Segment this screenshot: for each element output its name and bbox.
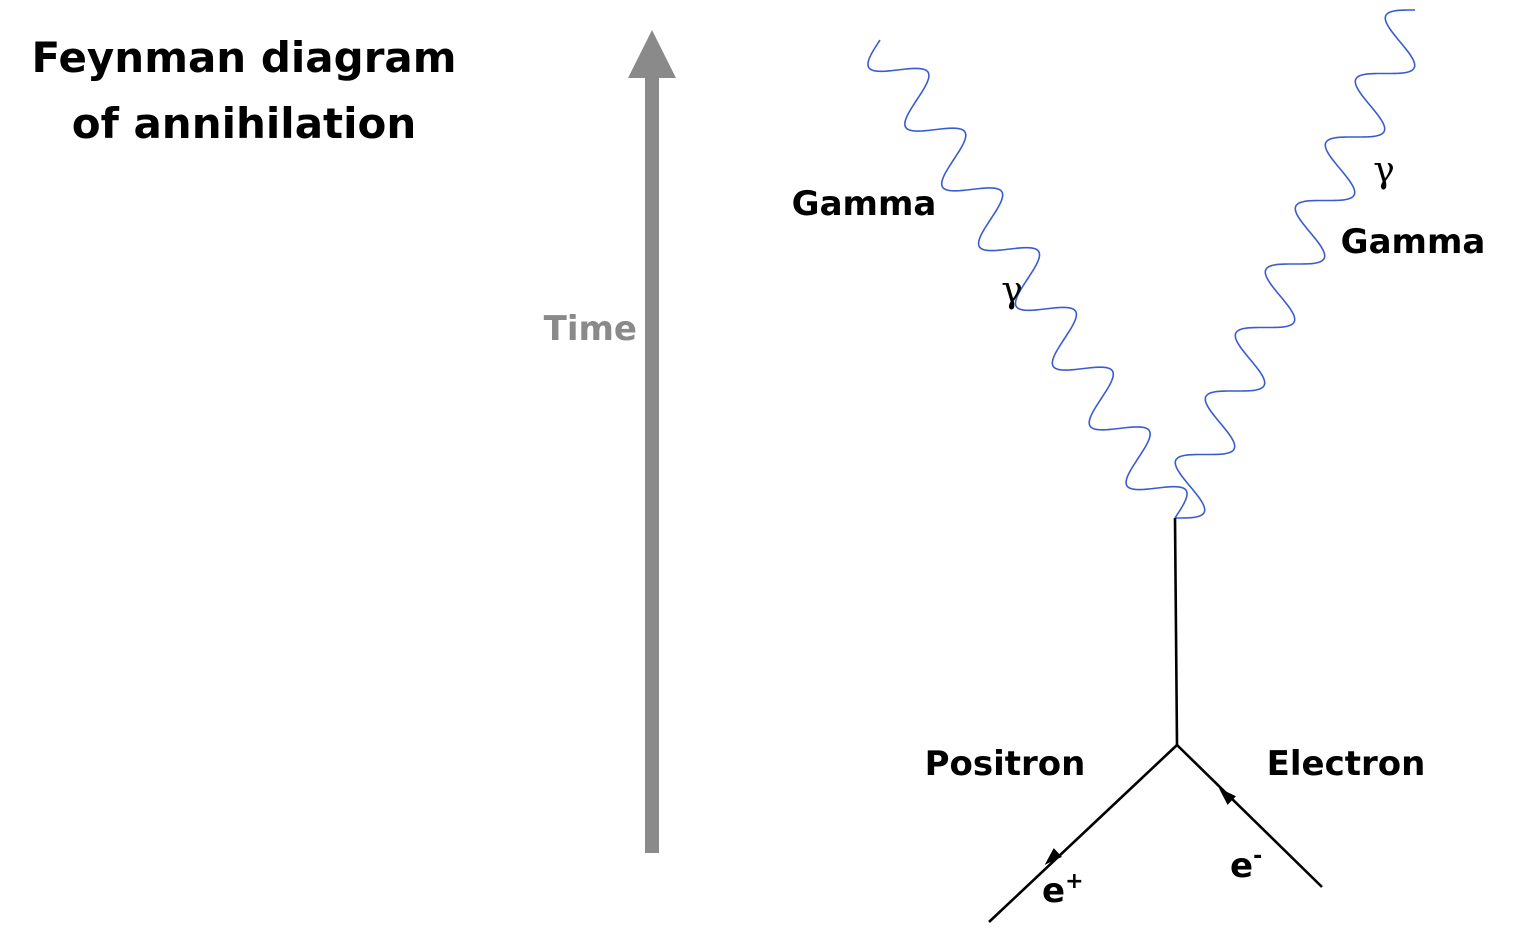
photon-line-left	[867, 39, 1188, 519]
positron-line	[988, 744, 1178, 923]
electron-symbol-sup: -	[1253, 844, 1262, 869]
electron-symbol: e-	[1230, 844, 1262, 886]
electron-arrow-icon	[1218, 788, 1236, 805]
time-axis-arrowhead	[628, 30, 676, 78]
positron-symbol: e+	[1042, 869, 1084, 911]
time-axis	[628, 30, 676, 853]
photon-left-symbol: γ	[1001, 270, 1023, 311]
photon-right-symbol: γ	[1373, 150, 1395, 191]
positron-symbol-base: e	[1042, 871, 1065, 911]
positron-symbol-sup: +	[1065, 869, 1083, 894]
diagram-title-line-1: Feynman diagram	[31, 33, 456, 82]
photon-line-right	[1174, 9, 1416, 519]
photon-left-name: Gamma	[792, 184, 937, 224]
electron-symbol-base: e	[1230, 846, 1253, 886]
positron-arrow-icon	[1044, 848, 1062, 865]
electron-name: Electron	[1267, 744, 1426, 784]
vertical-propagator-line	[1173, 517, 1179, 746]
time-axis-label: Time	[544, 309, 637, 349]
diagram-title-line-2: of annihilation	[72, 99, 417, 148]
electron-line	[1176, 744, 1323, 888]
positron-name: Positron	[925, 744, 1086, 784]
photon-right-name: Gamma	[1341, 222, 1486, 262]
